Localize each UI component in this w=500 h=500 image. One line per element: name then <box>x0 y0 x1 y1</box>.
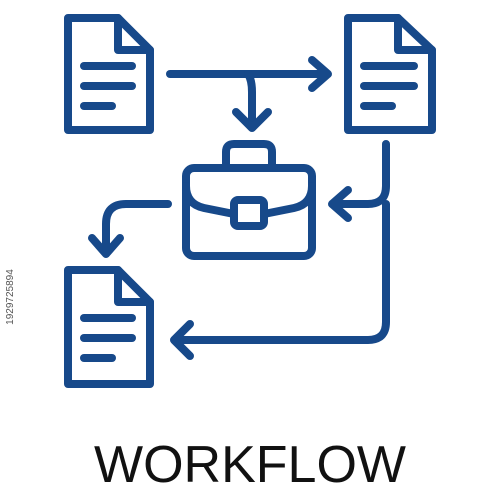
workflow-title: WORKFLOW <box>94 436 406 494</box>
document-bottom-left-icon <box>64 266 154 388</box>
arrow-right-to-briefcase <box>328 140 390 222</box>
briefcase-icon <box>182 140 316 260</box>
arrow-branch-to-briefcase <box>232 70 272 132</box>
stock-id-text: 1929725894 <box>5 269 16 325</box>
arrow-right-to-bottom-doc <box>170 200 390 360</box>
document-top-right-icon <box>344 14 436 134</box>
workflow-diagram <box>64 14 436 388</box>
document-top-left-icon <box>64 14 154 134</box>
arrow-briefcase-to-bottom-doc <box>88 200 172 258</box>
